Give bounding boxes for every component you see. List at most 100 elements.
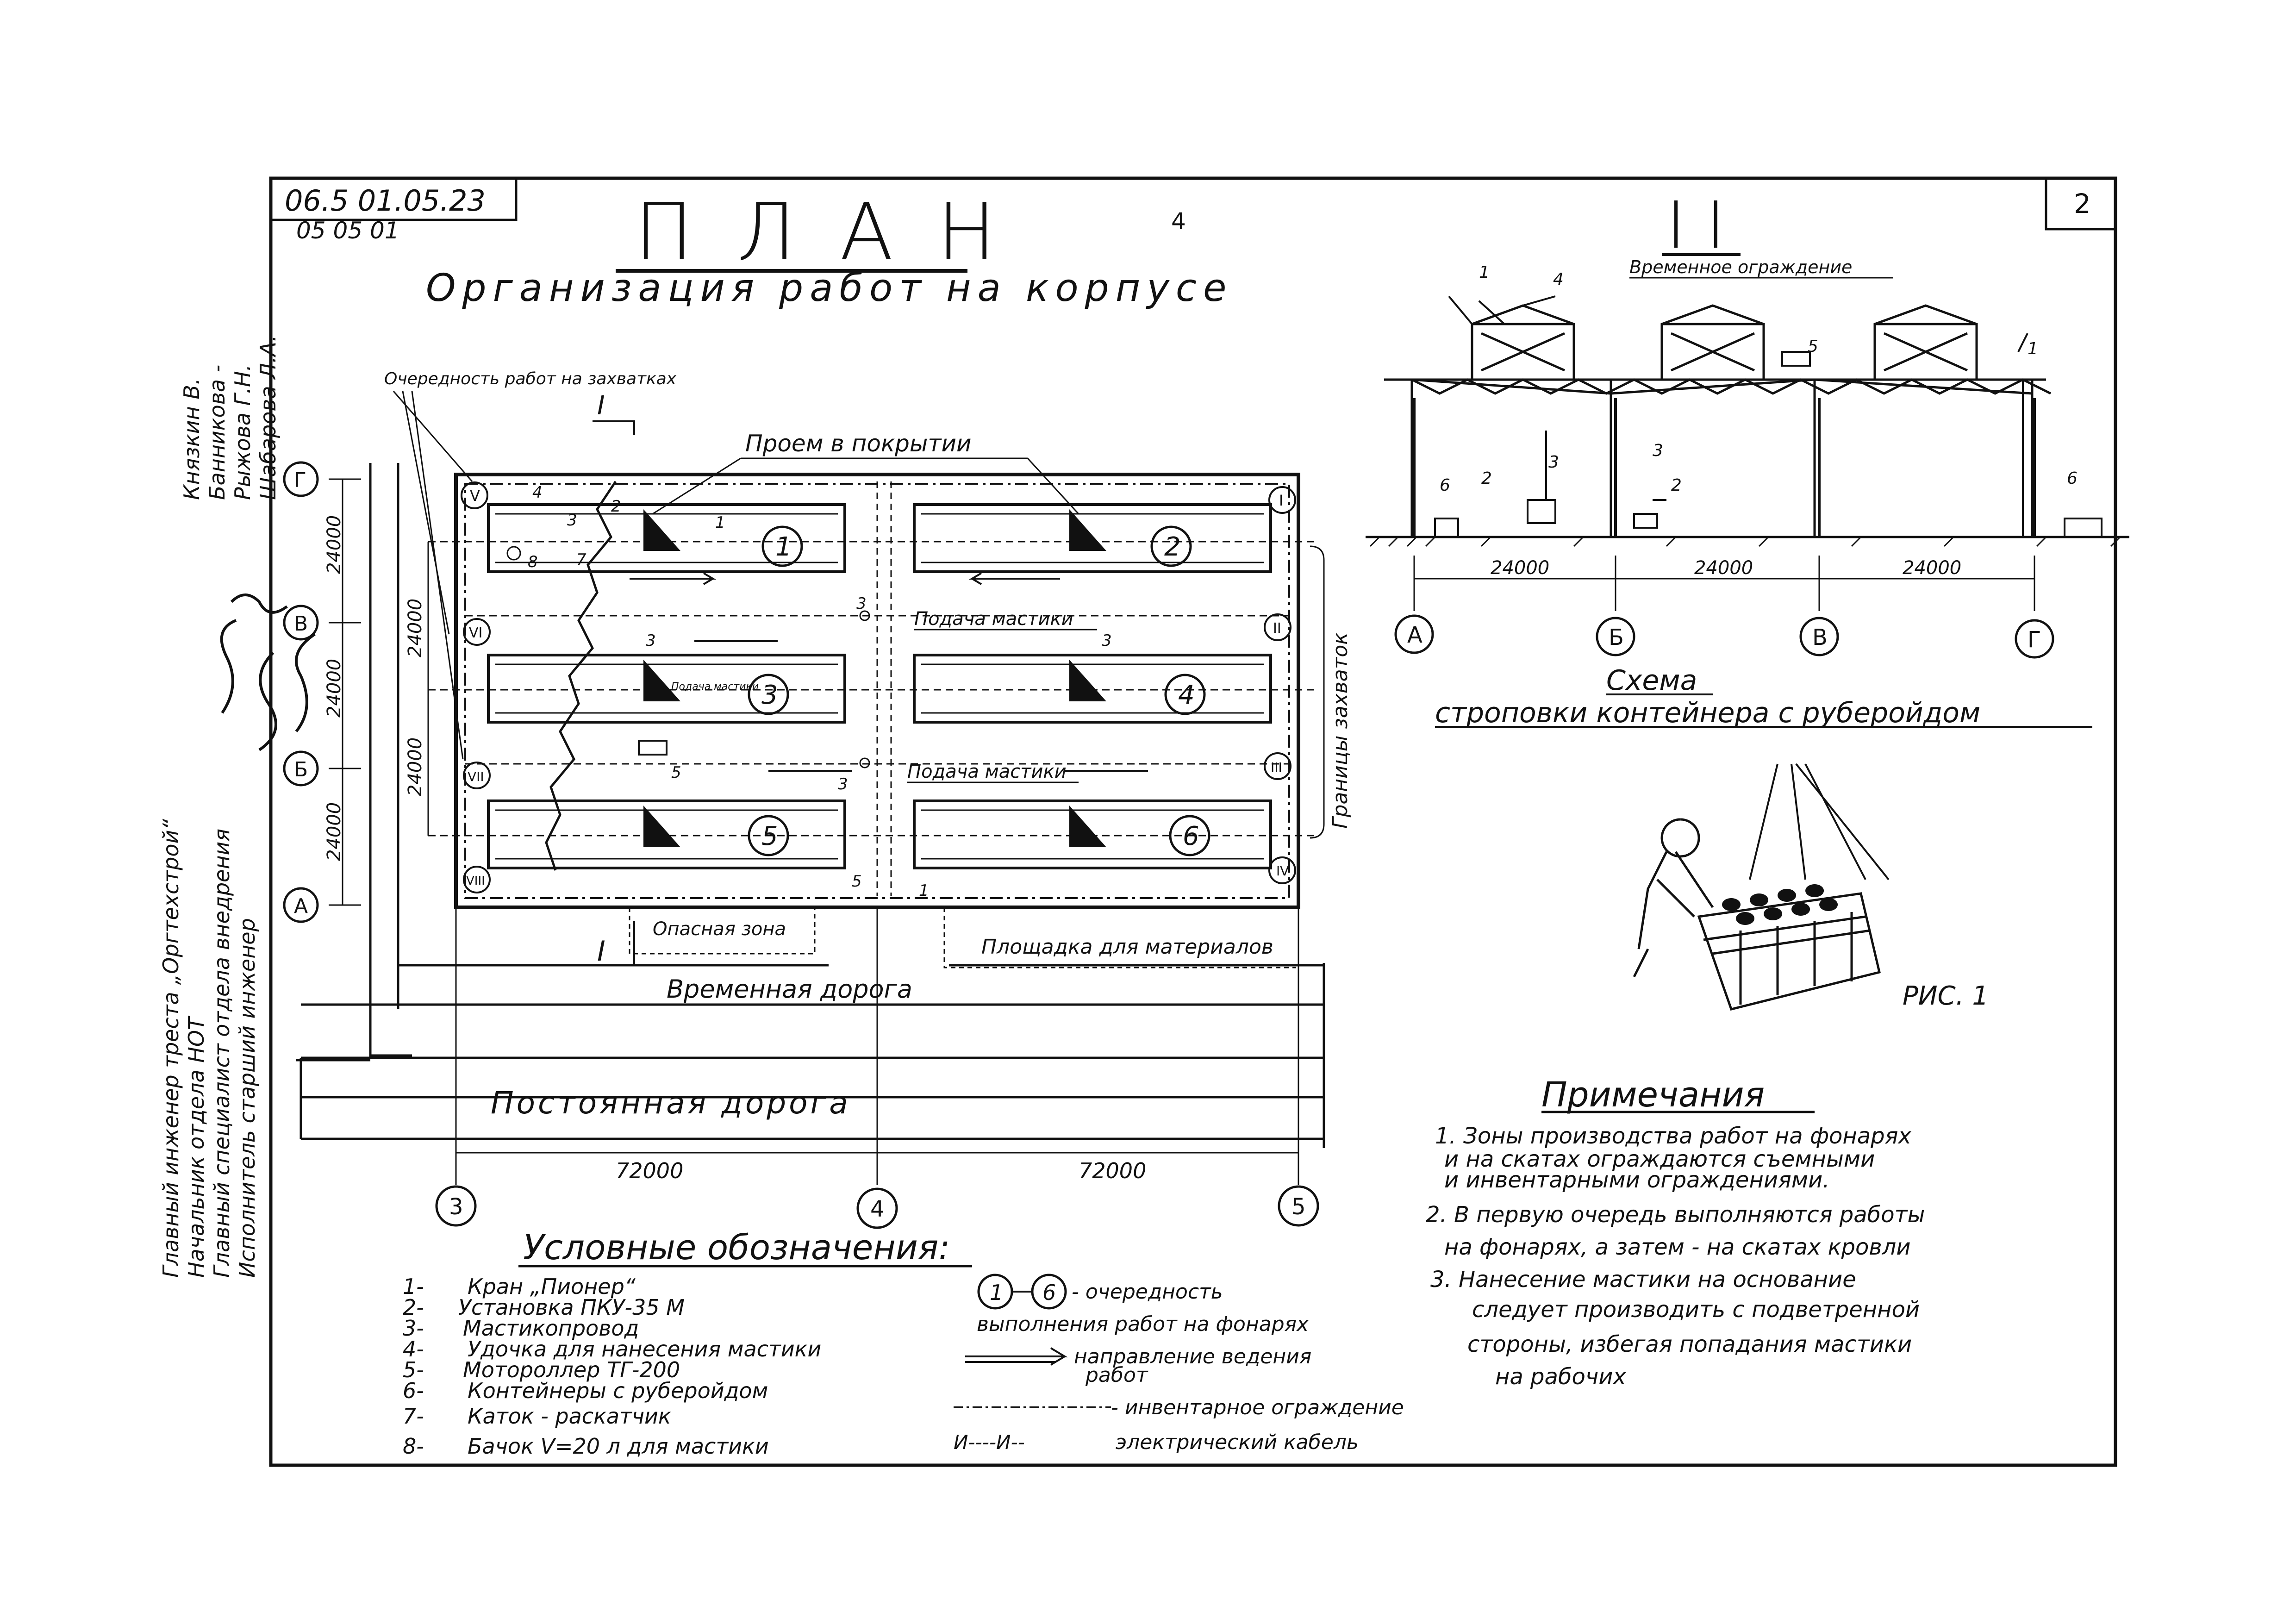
section-dim-line <box>1413 556 2035 611</box>
bay-number-4: 4 <box>1178 680 1195 710</box>
bays <box>487 503 1272 869</box>
mastic-feed-label-1: Подача мастики <box>914 608 1073 630</box>
seq-circle-b-text: 6 <box>1042 1280 1056 1305</box>
note-line-3: и инвентарными ограждениями. <box>1444 1167 1830 1193</box>
section-equipment <box>1434 295 2103 538</box>
signature-name-4: Шабарова Л.А. <box>256 335 281 500</box>
note-line-7: следует производить с подветренной <box>1472 1297 1920 1323</box>
cable-prefix: И----И-- <box>954 1431 1025 1454</box>
danger-zone-label: Опасная зона <box>653 918 786 940</box>
zone-mark-I: I <box>1279 492 1283 509</box>
col-axis-4: 4 <box>870 1196 885 1222</box>
zone-mark-VII: VII <box>468 769 484 784</box>
note-line-6: 3. Нанесение мастики на основание <box>1430 1267 1856 1293</box>
zone-mark-circle-IV <box>1268 856 1296 884</box>
boundary-label-group: Границы захваток <box>1329 632 1352 829</box>
bay-circle-6 <box>1169 815 1210 856</box>
bay-circle-4 <box>1164 674 1206 715</box>
container-box <box>1697 892 1881 1011</box>
sec-callout-4: 4 <box>1553 270 1564 289</box>
mark-8: 8 <box>528 553 538 571</box>
sec-callout-1b: 1 <box>2028 339 2038 358</box>
dim-bottom-1: 72000 <box>616 1158 683 1183</box>
zone-mark-III: III <box>1271 760 1282 775</box>
signature-name-2: Банникова - <box>205 365 230 500</box>
col-axis-lines <box>455 907 1299 1185</box>
legend-text-3: Мастикопровод <box>463 1316 639 1341</box>
bay-number-circles: 1 2 3 4 5 6 <box>748 525 1210 856</box>
handwritten-signatures <box>220 593 316 751</box>
legend-n-6: 6- <box>403 1378 424 1403</box>
sec-axis-B: Б <box>1609 625 1624 650</box>
zone-mark-circle-II <box>1264 613 1292 641</box>
legend-n-8: 8- <box>403 1434 424 1459</box>
temp-fence-label: Временное ограждение <box>1629 257 1852 277</box>
legend-text-2: Установка ПКУ-35 М <box>458 1295 685 1320</box>
scooter-symbol <box>638 740 668 756</box>
row-axis-circle-A <box>283 887 319 923</box>
bay-2 <box>913 503 1272 573</box>
mark-5b: 5 <box>852 872 862 891</box>
tank-symbol <box>506 546 521 561</box>
opening-label: Проем в покрытии <box>745 430 971 457</box>
scheme-title-2: строповки контейнера с руберойдом <box>1435 697 1980 729</box>
legend-n-2: 2- <box>403 1295 424 1320</box>
stamp-box <box>269 177 518 221</box>
legend-text-5: Мотороллер ТГ-200 <box>463 1357 680 1382</box>
sec-axis-V: В <box>1812 625 1828 650</box>
left-dims: 24000 24000 24000 24000 24000 <box>324 515 429 861</box>
note-line-9: на рабочих <box>1495 1364 1626 1390</box>
bay-circle-3 <box>748 674 789 715</box>
roof-lanterns <box>1471 304 1978 380</box>
zone-mark-circle-VII <box>463 762 491 789</box>
zone-mark-IV: IV <box>1276 863 1289 879</box>
signature-role-3: Главный специалист отдела внедрения <box>209 829 234 1278</box>
sheet-number-box <box>2045 177 2117 231</box>
row-axis-G: Г <box>294 468 306 492</box>
row-axis-circle-V <box>283 605 319 641</box>
zone-mark-circle-V <box>461 481 488 509</box>
legend-n-7: 7- <box>403 1404 424 1429</box>
sec-axis-G: Г <box>2028 627 2041 653</box>
notes-lines: 1. Зоны производства работ на фонарях и … <box>1426 1123 1925 1390</box>
boundary-label: Границы захваток <box>1329 632 1352 829</box>
signature-role-1: Главный инженер треста „Оргтехстрой“ <box>158 819 183 1278</box>
bay-number-1: 1 <box>775 532 792 562</box>
note-line-1: 1. Зоны производства работ на фонарях <box>1435 1123 1912 1149</box>
container-sketch: РИС. 1 <box>1633 763 1989 1011</box>
stamp-code: 06.5 01.05.23 <box>285 184 486 218</box>
zone-mark-VI: VI <box>469 625 482 641</box>
zone-order-label: Очередность работ на захватках <box>384 369 677 388</box>
legend-text-6: Контейнеры с руберойдом <box>468 1378 768 1403</box>
legend-n-3: 3- <box>403 1316 424 1341</box>
stamp-subcode: 05 05 01 <box>296 217 399 244</box>
note-line-4: 2. В первую очередь выполняются работы <box>1426 1202 1925 1228</box>
sec-axis-circle-V <box>1799 617 1839 656</box>
dim-bottom-2: 72000 <box>1079 1158 1146 1183</box>
section-callouts: 1 4 5 3 2 3 2 6 1 6 <box>1440 263 2078 495</box>
zone-mark-VIII: VIII <box>466 874 485 888</box>
center-divider <box>876 481 892 896</box>
sec-axis-A: А <box>1407 622 1423 648</box>
dim-left-3: 24000 <box>324 802 345 861</box>
page-number: 4 <box>1171 208 1186 235</box>
side-names-block: Князкин В. Банникова - Рыжова Г.Н. Шабар… <box>179 335 281 500</box>
roll-tops <box>1722 884 1838 925</box>
signature-name-1: Князкин В. <box>179 378 204 500</box>
zone-mark-circle-I <box>1268 486 1296 514</box>
legend-n-1: 1- <box>403 1274 424 1299</box>
mark-1: 1 <box>715 513 725 532</box>
sec-callout-6: 6 <box>1440 476 1450 495</box>
seq-circle-b <box>1031 1274 1067 1310</box>
bay-4 <box>913 654 1272 724</box>
legend-text-1: Кран „Пионер“ <box>468 1274 636 1299</box>
legend-text-8: Бачок V=20 л для мастики <box>468 1434 769 1459</box>
mark-2: 2 <box>611 497 621 516</box>
sec-axis-circle-A <box>1394 614 1434 654</box>
legend-text-7: Каток - раскатчик <box>468 1404 671 1429</box>
mark-5a: 5 <box>671 763 681 782</box>
sling-ropes <box>1749 763 1890 881</box>
note-line-5: на фонарях, а затем - на скатах кровли <box>1444 1234 1911 1260</box>
row-axis-A: А <box>294 894 308 918</box>
sec-callout-5: 5 <box>1808 337 1818 356</box>
